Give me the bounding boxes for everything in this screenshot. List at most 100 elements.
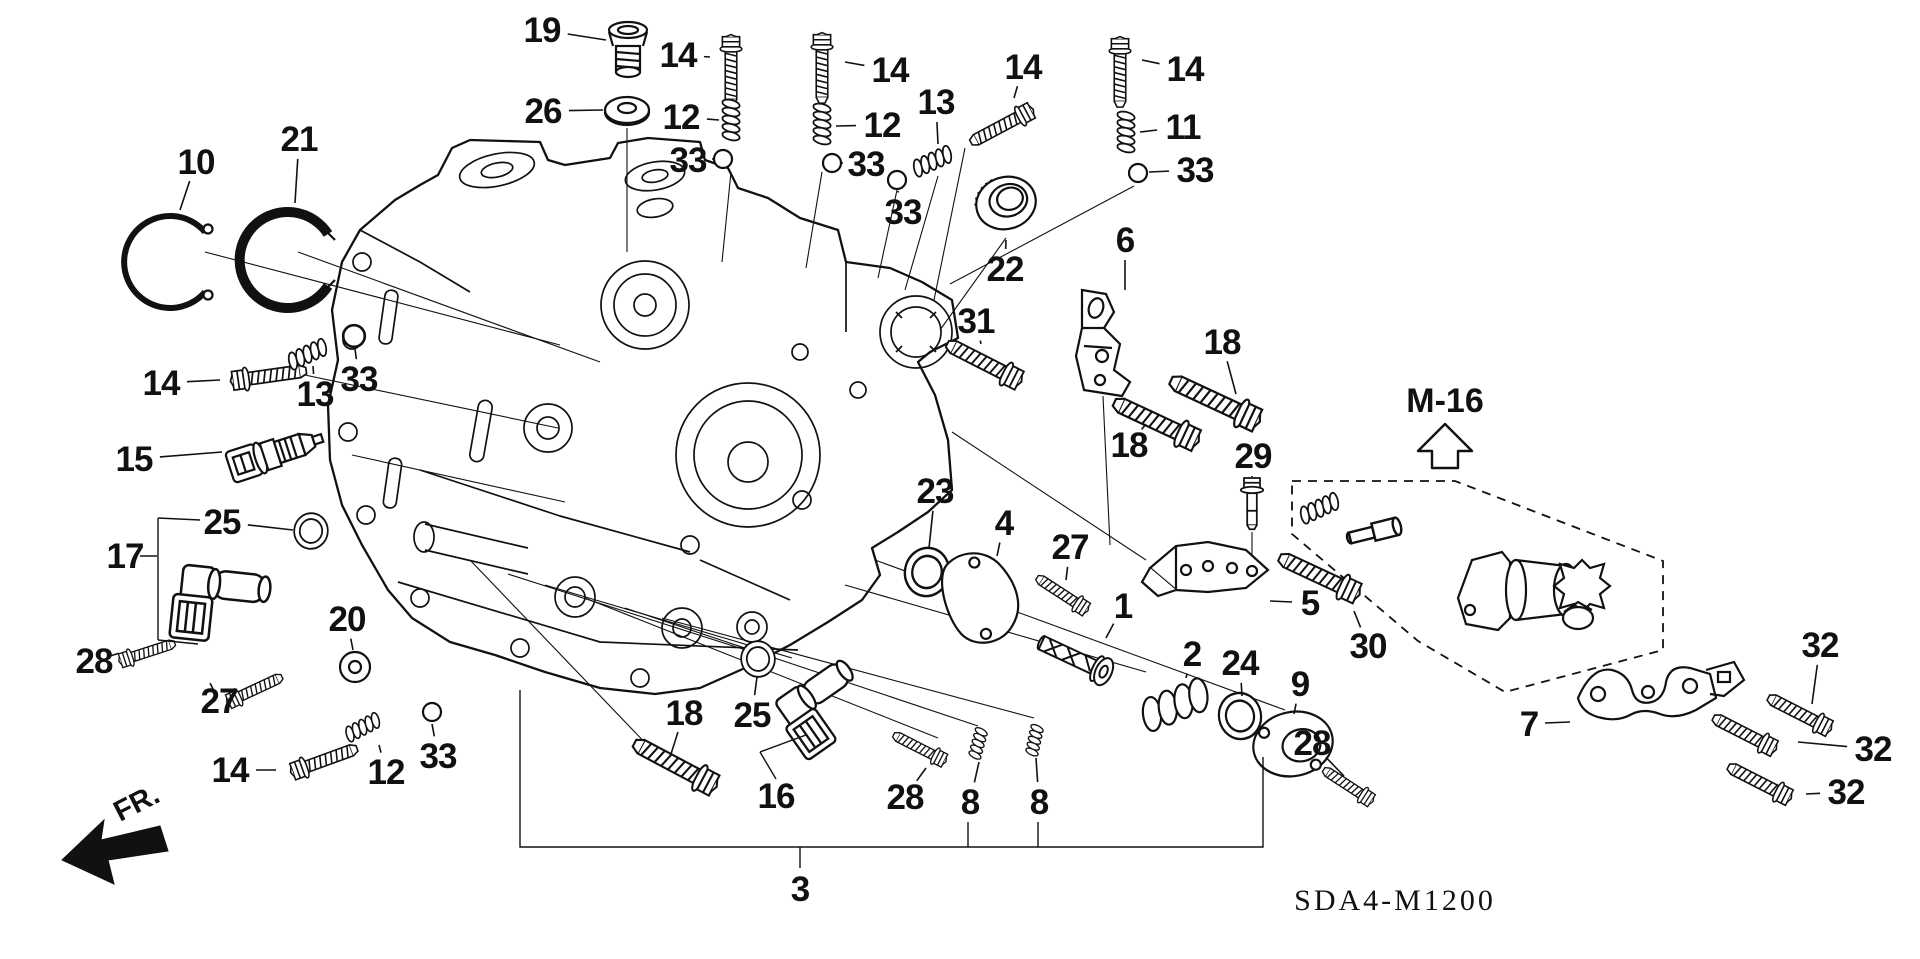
callout-10: 10 [178,143,215,182]
bracket-line [157,517,201,521]
projection-line [933,147,966,301]
part-spring [1023,721,1046,759]
callout-7: 7 [1520,705,1538,744]
fr-direction-arrow [61,818,169,885]
projection-line [939,237,1007,331]
callout-17: 17 [107,537,144,576]
part-gasket [933,543,1028,652]
callout-22: 22 [987,250,1024,289]
part-spring [966,724,990,762]
leader-line-33 [431,723,436,737]
part-dot [712,148,734,170]
callout-33: 33 [670,141,707,180]
projection-line [877,189,898,279]
leader-line-27 [209,682,217,696]
projection-line [1102,395,1111,546]
callout-14: 14 [212,751,250,790]
leader-line-31 [979,340,982,345]
leader-line-13 [312,365,315,375]
projection-line [204,251,561,346]
callout-2: 2 [1183,635,1202,674]
callout-14: 14 [660,36,698,75]
leader-line-15 [159,451,223,458]
part-bolt [1722,756,1797,810]
leader-line-28 [1325,756,1345,777]
callout-33: 33 [1177,151,1214,190]
callout-8: 8 [961,783,980,822]
part-bolt [1318,761,1379,810]
part-bolt [719,33,743,106]
projection-line [507,573,753,653]
leader-line-11 [1139,129,1158,133]
part-washerside [603,95,651,127]
projection-line [299,373,559,429]
part-bracket7 [1576,660,1746,721]
callout-3: 3 [791,870,810,909]
leader-line-28 [916,767,927,782]
part-bolt [1762,687,1837,741]
callout-25: 25 [204,503,241,542]
part-bolt [1272,544,1367,608]
callout-25: 25 [734,696,771,735]
part-spring [1294,489,1345,528]
fr-label: FR. [109,779,165,829]
callout-18: 18 [1111,426,1148,465]
callout-14: 14 [143,364,181,403]
part-spring2 [1131,671,1219,738]
callout-8: 8 [1030,783,1049,822]
transmission-case [326,136,960,696]
bracket-line [519,690,1264,848]
leader-line-18 [1226,361,1237,395]
leader-line-1 [1105,623,1115,639]
leader-line-14 [186,379,221,383]
leader-line-13 [936,121,939,145]
leader-line-25 [247,524,294,531]
callout-24: 24 [1222,644,1260,683]
leader-line-10 [179,180,191,211]
leader-line-8 [973,761,980,783]
leader-line-14 [1013,85,1019,99]
callout-26: 26 [525,92,562,131]
callout-12: 12 [864,106,901,145]
callout-18: 18 [666,694,703,733]
callout-12: 12 [663,98,700,137]
callout-13: 13 [918,83,955,122]
part-spring [811,101,833,147]
leader-line-26 [568,109,604,112]
projection-line [297,251,601,363]
leader-line-27 [1065,566,1069,581]
part-spring [720,97,742,143]
direction-arrows [61,422,1474,885]
leader-line-21 [294,158,299,204]
bracket-line [1269,600,1293,603]
callout-21: 21 [281,120,318,159]
part-bolt [286,737,362,784]
callout-14: 14 [1005,48,1043,87]
part-pinstep [1343,515,1405,549]
leader-line-33 [1148,170,1170,173]
projection-line [949,185,1135,285]
part-bracket5 [1140,540,1270,598]
leader-line-32 [1797,741,1848,748]
part-bolt [965,98,1040,153]
callout-16: 16 [758,777,795,816]
callout-20: 20 [329,600,366,639]
part-spring [1115,109,1137,155]
leader-line-12 [378,744,382,753]
projection-line [351,454,566,503]
callout-brackets [140,517,1571,868]
callout-23: 23 [917,472,954,511]
bracket-line [157,639,199,645]
part-bolt [810,31,834,104]
callout-33: 33 [848,145,885,184]
part-bolt [888,726,951,771]
callout-28: 28 [76,642,113,681]
part-sensor [167,562,274,649]
callout-6: 6 [1116,221,1135,260]
part-bolt [1108,35,1132,108]
callout-11: 11 [1166,108,1202,147]
callout-27: 27 [201,682,238,721]
callout-4: 4 [995,504,1015,543]
leader-line-14 [1141,59,1160,65]
